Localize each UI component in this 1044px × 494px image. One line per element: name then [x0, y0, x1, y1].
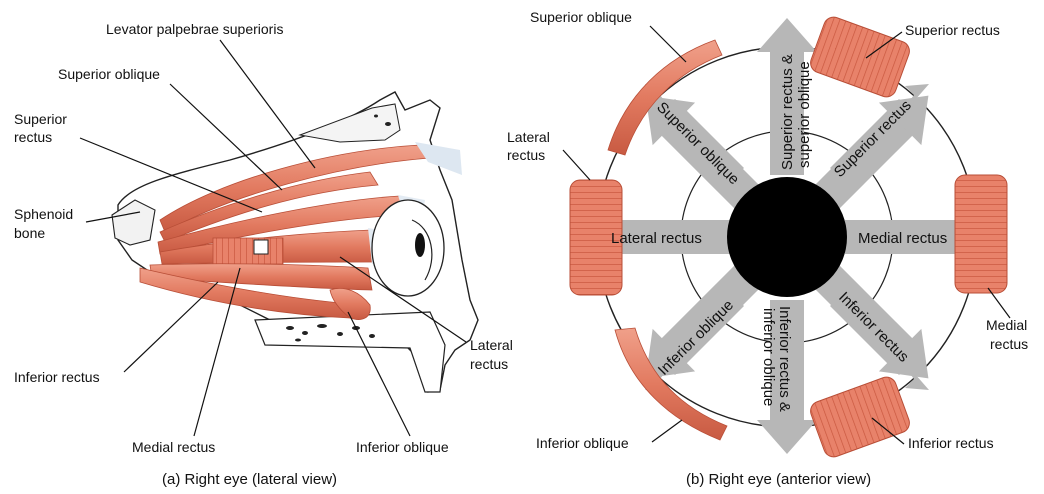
label-medial-rectus-b-line2: rectus — [990, 336, 1028, 352]
panel-a-lateral-view: Levator palpebrae superioris Superior ob… — [14, 21, 513, 488]
arrow-label-up-line1: Superior rectus & — [779, 54, 796, 170]
label-lateral-rectus-a-line1: Lateral — [470, 337, 513, 353]
label-medial-rectus-a: Medial rectus — [132, 439, 215, 455]
label-medial-rectus-b-line1: Medial — [986, 317, 1027, 333]
annular-tendon-band — [213, 238, 283, 264]
label-superior-rectus-b: Superior rectus — [905, 22, 1000, 38]
arrow-label-right: Medial rectus — [858, 230, 947, 247]
label-superior-oblique-a: Superior oblique — [58, 66, 160, 82]
arrow-label-up-line2: superior oblique — [796, 61, 813, 168]
label-superior-oblique-b: Superior oblique — [530, 9, 632, 25]
label-sphenoid-line1: Sphenoid — [14, 206, 73, 222]
eyeball — [372, 200, 444, 296]
label-levator-palpebrae: Levator palpebrae superioris — [106, 21, 283, 37]
label-lateral-rectus-b-line1: Lateral — [507, 129, 550, 145]
label-superior-rectus-a-line2: rectus — [14, 129, 52, 145]
panel-b-anterior-view: Superior rectus & superior oblique Super… — [507, 9, 1028, 488]
orbit-roof-detail — [300, 104, 400, 142]
maxilla-outline — [255, 312, 445, 392]
label-superior-rectus-a-line1: Superior — [14, 111, 67, 127]
label-inferior-oblique-b: Inferior oblique — [536, 435, 629, 451]
label-lateral-rectus-b-line2: rectus — [507, 147, 545, 163]
superior-rectus-muscle-b — [808, 14, 912, 99]
inferior-rectus-muscle-b — [808, 374, 912, 459]
caption-panel-b: (b) Right eye (anterior view) — [686, 471, 871, 488]
medial-rectus-muscle-b — [955, 175, 1007, 293]
arrow-label-down-line1: Inferior rectus & — [776, 306, 793, 412]
arrow-label-down-line2: inferior oblique — [760, 308, 777, 406]
arrow-label-left: Lateral rectus — [611, 230, 702, 247]
lateral-rectus-cut — [254, 240, 268, 254]
label-inferior-rectus-a: Inferior rectus — [14, 369, 100, 385]
label-lateral-rectus-a-line2: rectus — [470, 356, 508, 372]
label-inferior-oblique-a: Inferior oblique — [356, 439, 449, 455]
label-sphenoid-line2: bone — [14, 225, 45, 241]
pupil — [727, 177, 847, 297]
arrow-label-up-left: Superior oblique — [653, 99, 742, 188]
label-inferior-rectus-b: Inferior rectus — [908, 435, 994, 451]
caption-panel-a: (a) Right eye (lateral view) — [162, 471, 337, 488]
